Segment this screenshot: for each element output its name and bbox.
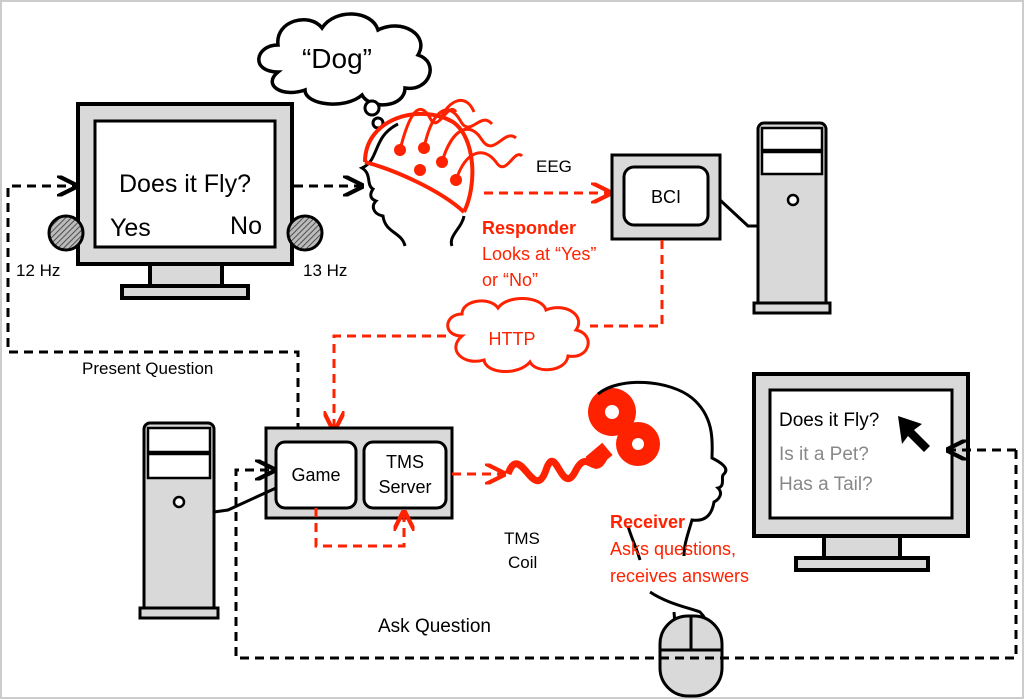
ask-question-path	[234, 450, 1018, 660]
receiver-line1: Asks questions,	[610, 539, 736, 559]
answer-no: No	[230, 212, 262, 240]
present-question-label: Present Question	[82, 359, 213, 378]
game-server-panel	[213, 426, 454, 520]
hand-on-mouse-icon	[649, 590, 724, 698]
bci-to-http-line	[590, 240, 664, 328]
server-computer-tower-icon	[138, 421, 220, 620]
flicker-led-left-icon	[47, 214, 85, 252]
eeg-cap-icon	[363, 98, 524, 214]
answer-yes: Yes	[110, 214, 151, 242]
http-to-game-arrow	[334, 334, 446, 428]
present-question-path	[6, 186, 300, 432]
thought-cloud-icon	[257, 12, 432, 130]
responder-line2: or “No”	[482, 270, 538, 290]
eeg-label: EEG	[536, 157, 572, 176]
right-monitor	[752, 372, 970, 572]
receiver-title: Receiver	[610, 512, 685, 532]
question-option-2[interactable]: Is it a Pet?	[779, 444, 869, 465]
receiver-line2: receives answers	[610, 566, 749, 586]
http-cloud-icon	[446, 296, 590, 374]
game-label: Game	[291, 465, 340, 485]
bci-computer-tower-icon	[752, 121, 832, 315]
thought-text: “Dog”	[302, 43, 372, 74]
left-monitor-question: Does it Fly?	[119, 170, 251, 198]
question-option-3[interactable]: Has a Tail?	[779, 474, 873, 495]
flicker-led-right-icon	[286, 214, 324, 252]
tms-coil-line2: Coil	[508, 553, 537, 572]
http-label: HTTP	[489, 329, 536, 349]
game-to-tms-arrow	[314, 508, 404, 548]
left-monitor	[76, 102, 294, 300]
tms-server-line2: Server	[378, 477, 431, 497]
bci-monitor	[610, 153, 760, 241]
freq-right-label: 13 Hz	[303, 261, 347, 280]
freq-left-label: 12 Hz	[16, 261, 60, 280]
tms-server-line1: TMS	[386, 452, 424, 472]
responder-line1: Looks at “Yes”	[482, 244, 596, 264]
receiver-head-icon	[597, 380, 728, 557]
mouse-cursor-icon	[898, 416, 930, 452]
responder-title: Responder	[482, 218, 576, 238]
question-option-1[interactable]: Does it Fly?	[779, 410, 879, 431]
tms-coil-icon	[504, 388, 660, 485]
tms-coil-line1: TMS	[504, 529, 540, 548]
bci-label: BCI	[651, 187, 681, 207]
ask-question-label: Ask Question	[378, 616, 491, 637]
